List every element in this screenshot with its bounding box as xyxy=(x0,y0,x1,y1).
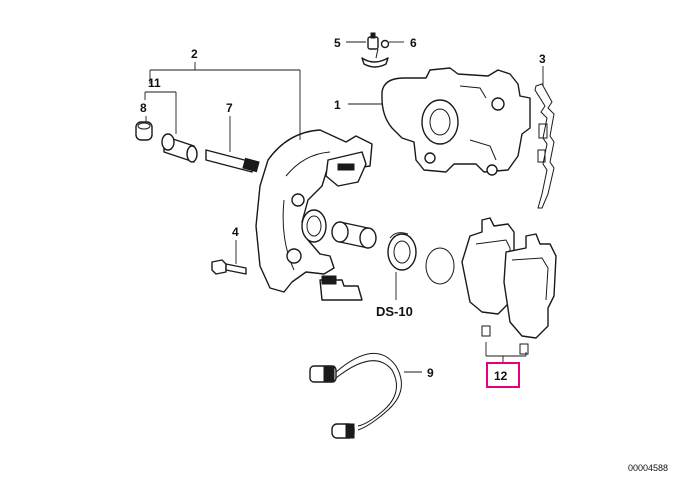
label-1: 1 xyxy=(334,98,341,112)
part-caliper-housing[interactable] xyxy=(381,67,531,176)
label-12[interactable]: 12 xyxy=(494,369,508,383)
part-guide-bushing[interactable] xyxy=(161,133,198,163)
label-4: 4 xyxy=(232,225,239,239)
label-11: 11 xyxy=(148,76,161,90)
part-repair-kit-ds10[interactable] xyxy=(301,209,455,285)
part-dust-cap[interactable] xyxy=(135,121,153,141)
highlight-box-12 xyxy=(486,362,520,388)
label-3: 3 xyxy=(539,52,546,66)
part-bleeder-clip[interactable] xyxy=(361,32,390,68)
part-guide-pin[interactable] xyxy=(205,149,260,173)
label-2: 2 xyxy=(191,47,198,61)
part-wear-sensor[interactable] xyxy=(309,352,402,439)
part-caliper-carrier[interactable] xyxy=(255,129,373,301)
label-6: 6 xyxy=(410,36,417,50)
label-5: 5 xyxy=(334,36,341,50)
part-brake-pads[interactable] xyxy=(461,217,557,355)
label-8: 8 xyxy=(140,101,147,115)
label-ds10: DS-10 xyxy=(376,304,413,319)
part-spring-clip[interactable] xyxy=(534,83,555,209)
label-7: 7 xyxy=(226,101,233,115)
part-bolt[interactable] xyxy=(211,259,247,275)
document-number: 00004588 xyxy=(628,463,668,473)
label-9: 9 xyxy=(427,366,434,380)
